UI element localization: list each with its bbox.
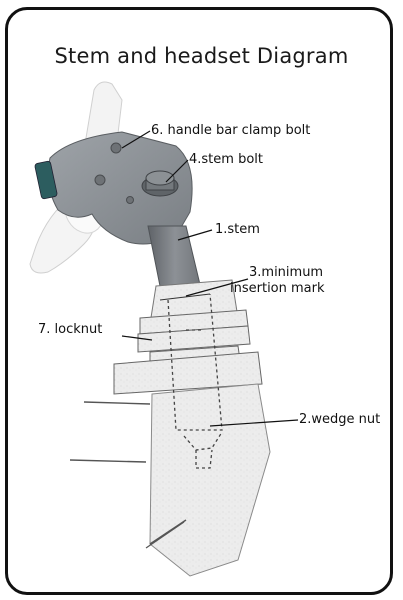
label-stem-bolt: 4.stem bolt bbox=[189, 152, 263, 167]
label-stem: 1.stem bbox=[215, 222, 260, 237]
label-minimum-insertion-mark-line2: insertion mark bbox=[230, 281, 325, 296]
label-wedge-nut: 2.wedge nut bbox=[299, 412, 380, 427]
label-minimum-insertion-mark-line1: 3.minimum bbox=[249, 265, 323, 280]
page-title: Stem and headset Diagram bbox=[0, 44, 403, 68]
label-handle-bar-clamp-bolt: 6. handle bar clamp bolt bbox=[151, 123, 310, 138]
label-locknut: 7. locknut bbox=[38, 322, 102, 337]
